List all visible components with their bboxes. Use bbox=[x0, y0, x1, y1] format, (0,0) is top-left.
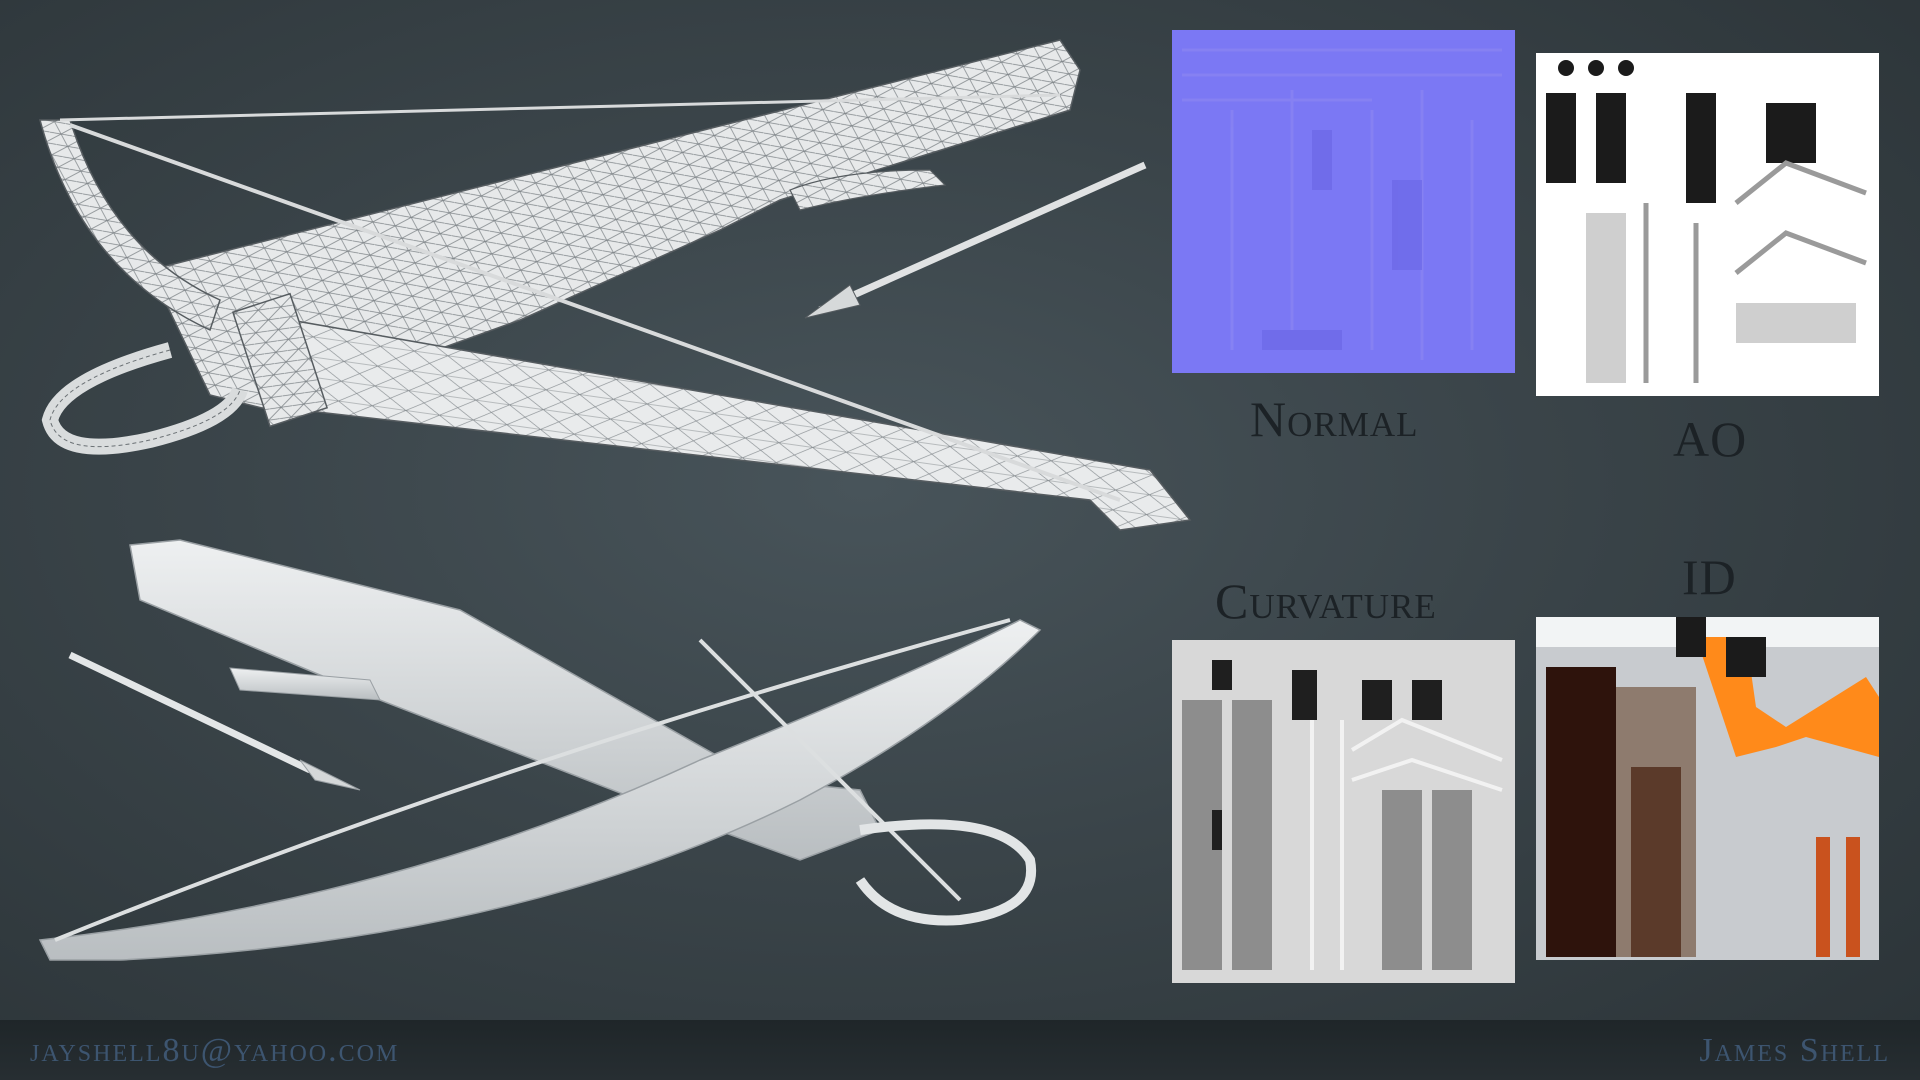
normal-map-thumbnail bbox=[1172, 30, 1515, 373]
wire-trigger bbox=[789, 169, 947, 211]
normal-map-fill bbox=[1172, 30, 1515, 373]
wire-limb-far bbox=[39, 119, 221, 332]
author-name: James Shell bbox=[1699, 1032, 1890, 1069]
id-map-thumbnail bbox=[1536, 617, 1879, 960]
curvature-map-thumbnail bbox=[1172, 640, 1515, 983]
crossbow-wireframe-render bbox=[39, 39, 1192, 531]
wire-bolt-head bbox=[804, 284, 861, 319]
ao-map-thumbnail bbox=[1536, 53, 1879, 396]
clay-string bbox=[54, 618, 1011, 942]
footer-bar: jayshell8u@yahoo.com James Shell bbox=[0, 1020, 1920, 1080]
clay-bolt-head bbox=[299, 759, 361, 791]
curvature-map-label: Curvature bbox=[1215, 573, 1437, 629]
wire-lock-block bbox=[231, 292, 329, 428]
wire-string-a bbox=[69, 123, 1121, 502]
contact-email[interactable]: jayshell8u@yahoo.com bbox=[30, 1032, 400, 1069]
ao-map-label: AO bbox=[1673, 411, 1748, 467]
id-map-label: ID bbox=[1682, 549, 1737, 605]
crossbow-clay-render bbox=[38, 539, 1042, 961]
normal-map-label: Normal bbox=[1250, 391, 1419, 447]
wire-bolt-shaft bbox=[818, 161, 1147, 314]
wire-string-b bbox=[59, 93, 1061, 122]
clay-bolt-shaft bbox=[68, 651, 312, 774]
clay-limb bbox=[38, 619, 1042, 961]
clay-trigger bbox=[229, 667, 381, 701]
clay-stirrup bbox=[855, 819, 1037, 926]
